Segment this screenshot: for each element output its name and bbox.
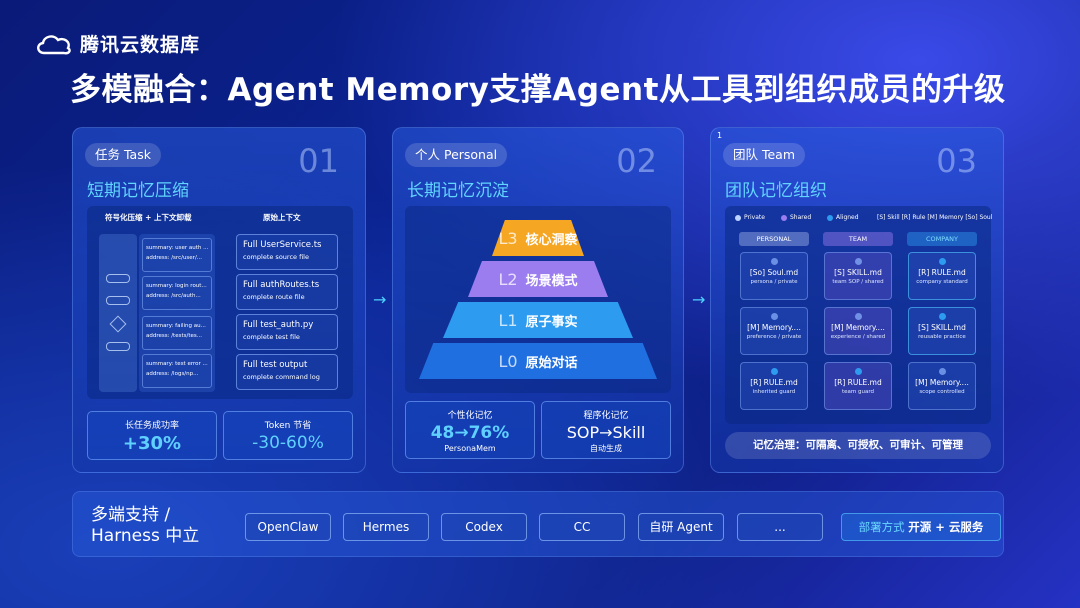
- legend-key: [S] Skill [R] Rule [M] Memory [So] Soul: [877, 214, 993, 221]
- column-company: COMPANY: [907, 232, 977, 246]
- compression-diagram: 符号化压缩 + 上下文卸载 原始上下文 summary: user auth .…: [87, 206, 353, 399]
- panel-task: 任务 Task 01 短期记忆压缩 符号化压缩 + 上下文卸载 原始上下文 su…: [72, 127, 366, 473]
- memory-card: [M] Memory....scope controlled: [908, 362, 976, 410]
- arrow-icon: →: [373, 290, 387, 309]
- stat-procedural: 程序化记忆 SOP→Skill 自动生成: [541, 401, 671, 459]
- panel-number: 01: [298, 142, 339, 180]
- panel-number: 03: [936, 142, 977, 180]
- page-number: 1: [717, 131, 723, 140]
- cloud-icon: [37, 34, 71, 54]
- brand-logo: 腾讯云数据库: [34, 30, 200, 57]
- platform-support-bar: 多端支持 / Harness 中立 OpenClaw Hermes Codex …: [72, 491, 1004, 557]
- memory-card: [M] Memory....preference / private: [740, 307, 808, 355]
- governance-banner: 记忆治理：可隔离、可授权、可审计、可管理: [725, 432, 991, 459]
- panel-subtitle: 长期记忆沉淀: [407, 181, 509, 201]
- platform-support-label: 多端支持 / Harness 中立: [91, 505, 200, 546]
- panel-number: 02: [616, 142, 657, 180]
- arrow-icon: →: [692, 290, 706, 309]
- flowchart-icon: [99, 234, 137, 392]
- platform-openclaw[interactable]: OpenClaw: [245, 513, 331, 541]
- panel-tag: 个人 Personal: [405, 143, 508, 167]
- raw-context-header: 原始上下文: [263, 213, 301, 222]
- legend-aligned: Aligned: [827, 214, 859, 221]
- legend-private: Private: [735, 214, 765, 221]
- panel-subtitle: 短期记忆压缩: [87, 181, 189, 201]
- memory-card: [M] Memory....experience / shared: [824, 307, 892, 355]
- platform-more[interactable]: ...: [737, 513, 823, 541]
- platform-cc[interactable]: CC: [539, 513, 625, 541]
- stat-personalization: 个性化记忆 48→76% PersonaMem: [405, 401, 535, 459]
- page-title: 多模融合：Agent Memory支撑Agent从工具到组织成员的升级: [70, 72, 1006, 108]
- stat-token-saving: Token 节省 -30-60%: [223, 411, 353, 460]
- summary-item: summary: user auth ...address: /src/user…: [142, 238, 212, 272]
- deploy-method-badge: 部署方式 开源 + 云服务: [841, 513, 1001, 541]
- panel-tag: 任务 Task: [85, 143, 161, 167]
- summary-column: summary: user auth ...address: /src/user…: [139, 234, 215, 392]
- summary-item: summary: test error ...address: /logs/np…: [142, 354, 212, 388]
- summary-item: summary: login rout...address: /src/auth…: [142, 276, 212, 310]
- column-personal: PERSONAL: [739, 232, 809, 246]
- legend-shared: Shared: [781, 214, 811, 221]
- platform-codex[interactable]: Codex: [441, 513, 527, 541]
- platform-custom-agent[interactable]: 自研 Agent: [638, 513, 724, 541]
- stat-success-rate: 长任务成功率 +30%: [87, 411, 217, 460]
- panel-tag: 团队 Team: [723, 143, 806, 167]
- team-memory-grid: Private Shared Aligned [S] Skill [R] Rul…: [725, 206, 993, 424]
- panel-team: 1 团队 Team 03 团队记忆组织 Private Shared Align…: [710, 127, 1004, 473]
- platform-hermes[interactable]: Hermes: [343, 513, 429, 541]
- compression-header: 符号化压缩 + 上下文卸载: [105, 213, 192, 222]
- panel-subtitle: 团队记忆组织: [725, 181, 827, 201]
- summary-item: summary: failing au...address: /tests/te…: [142, 316, 212, 350]
- column-team: TEAM: [823, 232, 893, 246]
- brand-name: 腾讯云数据库: [80, 34, 201, 56]
